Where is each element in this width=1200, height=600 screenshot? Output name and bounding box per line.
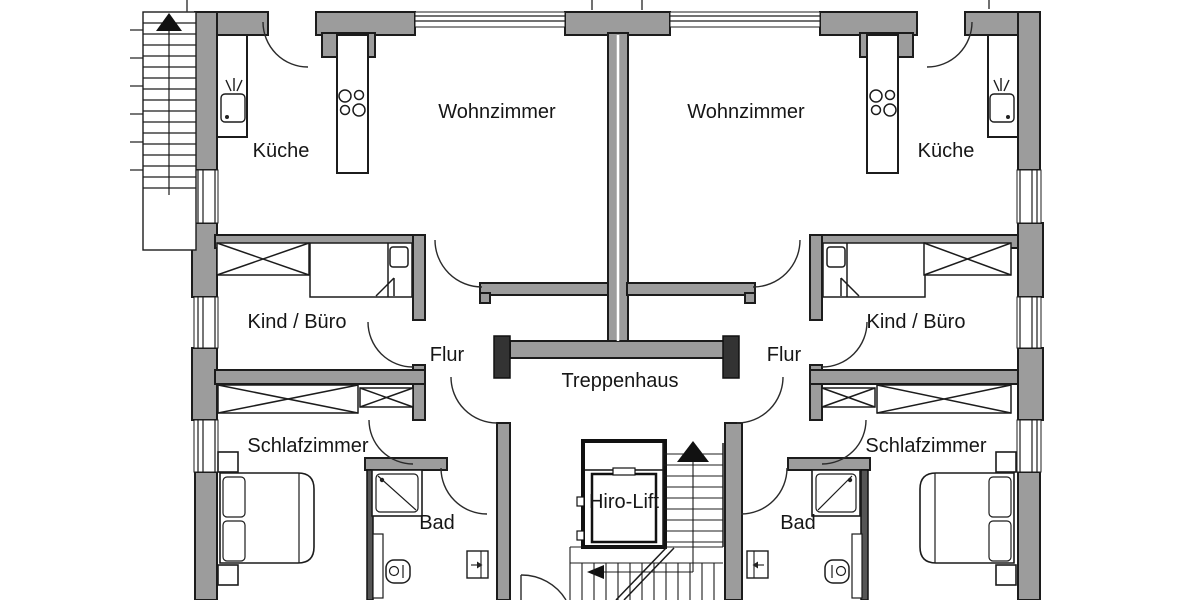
child-office-left	[216, 242, 413, 298]
lift	[576, 439, 667, 549]
door-arc	[821, 419, 867, 465]
stairwell-top-wall	[509, 340, 726, 359]
door-arc	[367, 321, 414, 368]
walls	[191, 11, 1044, 600]
room-label-child-left: Kind / Büro	[248, 311, 347, 333]
stove-icon	[869, 89, 897, 117]
kitchen-right	[866, 34, 1019, 174]
door-arc	[752, 239, 801, 288]
door-arc	[450, 376, 498, 424]
window	[193, 419, 219, 473]
single-bed	[309, 242, 413, 298]
door-arc	[740, 467, 788, 515]
lift-door	[612, 467, 636, 476]
wardrobe	[217, 384, 359, 414]
nightstand	[995, 451, 1017, 473]
window	[193, 296, 219, 349]
duct-icon	[466, 550, 489, 579]
room-label-bath-left: Bad	[419, 512, 455, 534]
child-office-right	[822, 242, 1012, 298]
cutoff-ticks	[186, 0, 990, 12]
room-label-hall-left: Flur	[430, 344, 465, 366]
wardrobe	[876, 384, 1012, 414]
room-label-child-right: Kind / Büro	[867, 311, 966, 333]
windows	[193, 11, 1042, 473]
prewall	[372, 533, 384, 599]
nightstand	[995, 564, 1017, 586]
door-arc	[926, 21, 973, 68]
shower-icon	[371, 469, 423, 517]
kitchen-left	[216, 34, 369, 174]
room-label-hall-right: Flur	[767, 344, 802, 366]
window	[1016, 296, 1042, 349]
double-bed	[219, 472, 315, 564]
window	[1016, 419, 1042, 473]
double-bed	[919, 472, 1015, 564]
door-arc	[520, 574, 567, 600]
door-arc	[821, 321, 868, 368]
nightstand	[217, 564, 239, 586]
duct-icon	[746, 550, 769, 579]
wardrobe	[216, 242, 310, 276]
wardrobe	[821, 387, 876, 408]
door-arc	[368, 419, 414, 465]
interior-stairs	[569, 441, 724, 600]
toilet-icon	[824, 559, 850, 584]
door-arc	[262, 21, 309, 68]
room-label-kitchen-right: Küche	[918, 140, 975, 162]
stairs-direction-arrow-icon	[587, 565, 604, 579]
window	[193, 169, 219, 224]
bedroom-left	[217, 451, 315, 586]
room-label-living-right: Wohnzimmer	[687, 101, 805, 123]
door-arc	[736, 376, 784, 424]
room-label-living-left: Wohnzimmer	[438, 101, 556, 123]
wardrobes-mid	[217, 384, 1012, 414]
stove-icon	[338, 89, 366, 117]
room-label-bedroom-right: Schlafzimmer	[865, 435, 986, 457]
toilet-icon	[385, 559, 411, 584]
stairs-up-arrow-icon	[677, 441, 709, 462]
room-label-bedroom-left: Schlafzimmer	[247, 435, 368, 457]
room-label-stairwell: Treppenhaus	[561, 370, 678, 392]
room-label-kitchen-left: Küche	[253, 140, 310, 162]
single-bed	[822, 242, 926, 298]
nightstand	[217, 451, 239, 473]
wardrobe	[923, 242, 1012, 276]
wardrobe	[359, 387, 414, 408]
shower-icon	[811, 469, 861, 517]
door-arc	[434, 239, 483, 288]
room-label-bath-right: Bad	[780, 512, 816, 534]
stairs-up-arrow-icon	[156, 13, 182, 31]
sink-icon	[989, 78, 1015, 123]
exterior-stairs	[130, 11, 197, 251]
window	[1016, 169, 1042, 224]
bedroom-right	[919, 451, 1017, 586]
doors	[262, 21, 973, 600]
window	[669, 11, 821, 28]
prewall	[851, 533, 863, 599]
sink-icon	[220, 78, 246, 123]
window	[414, 11, 566, 28]
lift-label: Hiro-Lift	[589, 491, 659, 513]
bathroom-right	[746, 469, 863, 599]
door-arc	[440, 467, 488, 515]
bathroom-left	[371, 469, 489, 599]
